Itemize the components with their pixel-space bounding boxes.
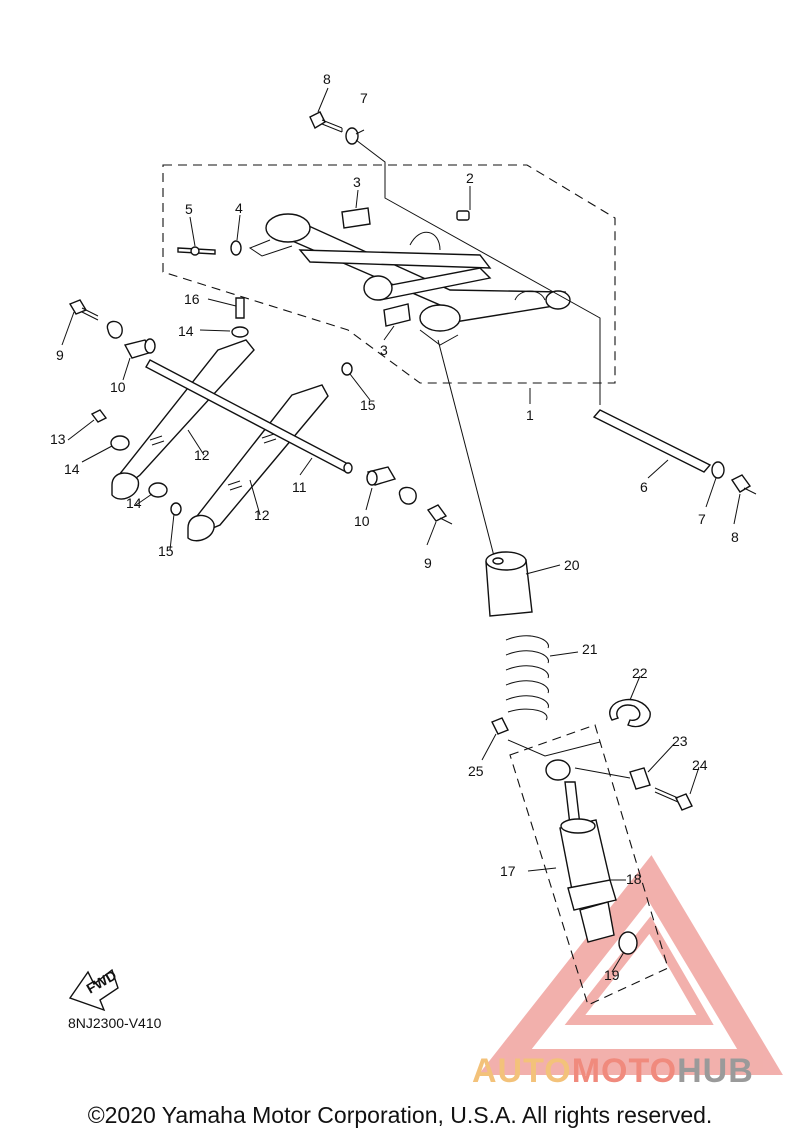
callout-7b: 7 <box>698 511 706 527</box>
pivot-bolt-top <box>309 111 601 405</box>
callout-7a: 7 <box>360 90 368 106</box>
watermark-text: AUTOMOTOHUB <box>472 1052 754 1091</box>
callout-11: 11 <box>292 479 307 495</box>
callout-10a: 10 <box>110 379 126 395</box>
copyright-notice: ©2020 Yamaha Motor Corporation, U.S.A. A… <box>87 1102 713 1128</box>
collars-and-bolts <box>68 297 453 525</box>
callout-6: 6 <box>640 479 648 495</box>
callout-2: 2 <box>466 170 474 186</box>
callout-18: 18 <box>626 871 642 887</box>
callout-numbers: 1 2 3 3 4 5 6 7 7 8 8 9 9 10 10 11 12 12… <box>50 71 739 983</box>
callout-10b: 10 <box>354 513 370 529</box>
watermark-moto: MOTO <box>571 1052 678 1090</box>
callout-3b: 3 <box>380 342 388 358</box>
pivot-shaft <box>592 409 757 495</box>
callout-21: 21 <box>582 641 598 657</box>
callout-15a: 15 <box>158 543 174 559</box>
drawing-code: 8NJ2300-V410 <box>68 1015 162 1031</box>
callout-17: 17 <box>500 863 516 879</box>
callout-20: 20 <box>564 557 580 573</box>
callout-9b: 9 <box>424 555 432 571</box>
shock-absorber <box>491 717 693 955</box>
callout-12b: 12 <box>254 507 270 523</box>
callout-14b: 14 <box>64 461 80 477</box>
shock-assembly-outline <box>509 724 669 1006</box>
callout-4: 4 <box>235 200 243 216</box>
clip-22 <box>609 698 651 728</box>
swingarm-assembly-outline <box>162 164 616 384</box>
callout-22: 22 <box>632 665 648 681</box>
callout-3a: 3 <box>353 174 361 190</box>
callout-12a: 12 <box>194 447 210 463</box>
leader-lines <box>61 87 741 973</box>
callout-5: 5 <box>185 201 193 217</box>
callout-15b: 15 <box>360 397 376 413</box>
watermark-auto: AUTO <box>472 1052 572 1090</box>
callout-14c: 14 <box>126 495 142 511</box>
callout-8b: 8 <box>731 529 739 545</box>
callout-1: 1 <box>526 407 534 423</box>
fwd-arrow-icon: FWD <box>68 967 119 1012</box>
callout-13: 13 <box>50 431 66 447</box>
swingarm <box>248 213 571 346</box>
watermark-logo <box>478 855 783 1075</box>
callout-24: 24 <box>692 757 708 773</box>
rear-shock-upper <box>437 339 549 721</box>
watermark-hub: HUB <box>677 1052 754 1090</box>
callout-9a: 9 <box>56 347 64 363</box>
callout-23: 23 <box>672 733 688 749</box>
callout-14a: 14 <box>178 323 194 339</box>
callout-25: 25 <box>468 763 484 779</box>
relay-arms <box>111 339 353 542</box>
callout-19: 19 <box>604 967 620 983</box>
callout-16: 16 <box>184 291 200 307</box>
callout-8a: 8 <box>323 71 331 87</box>
small-parts-top <box>177 207 470 327</box>
